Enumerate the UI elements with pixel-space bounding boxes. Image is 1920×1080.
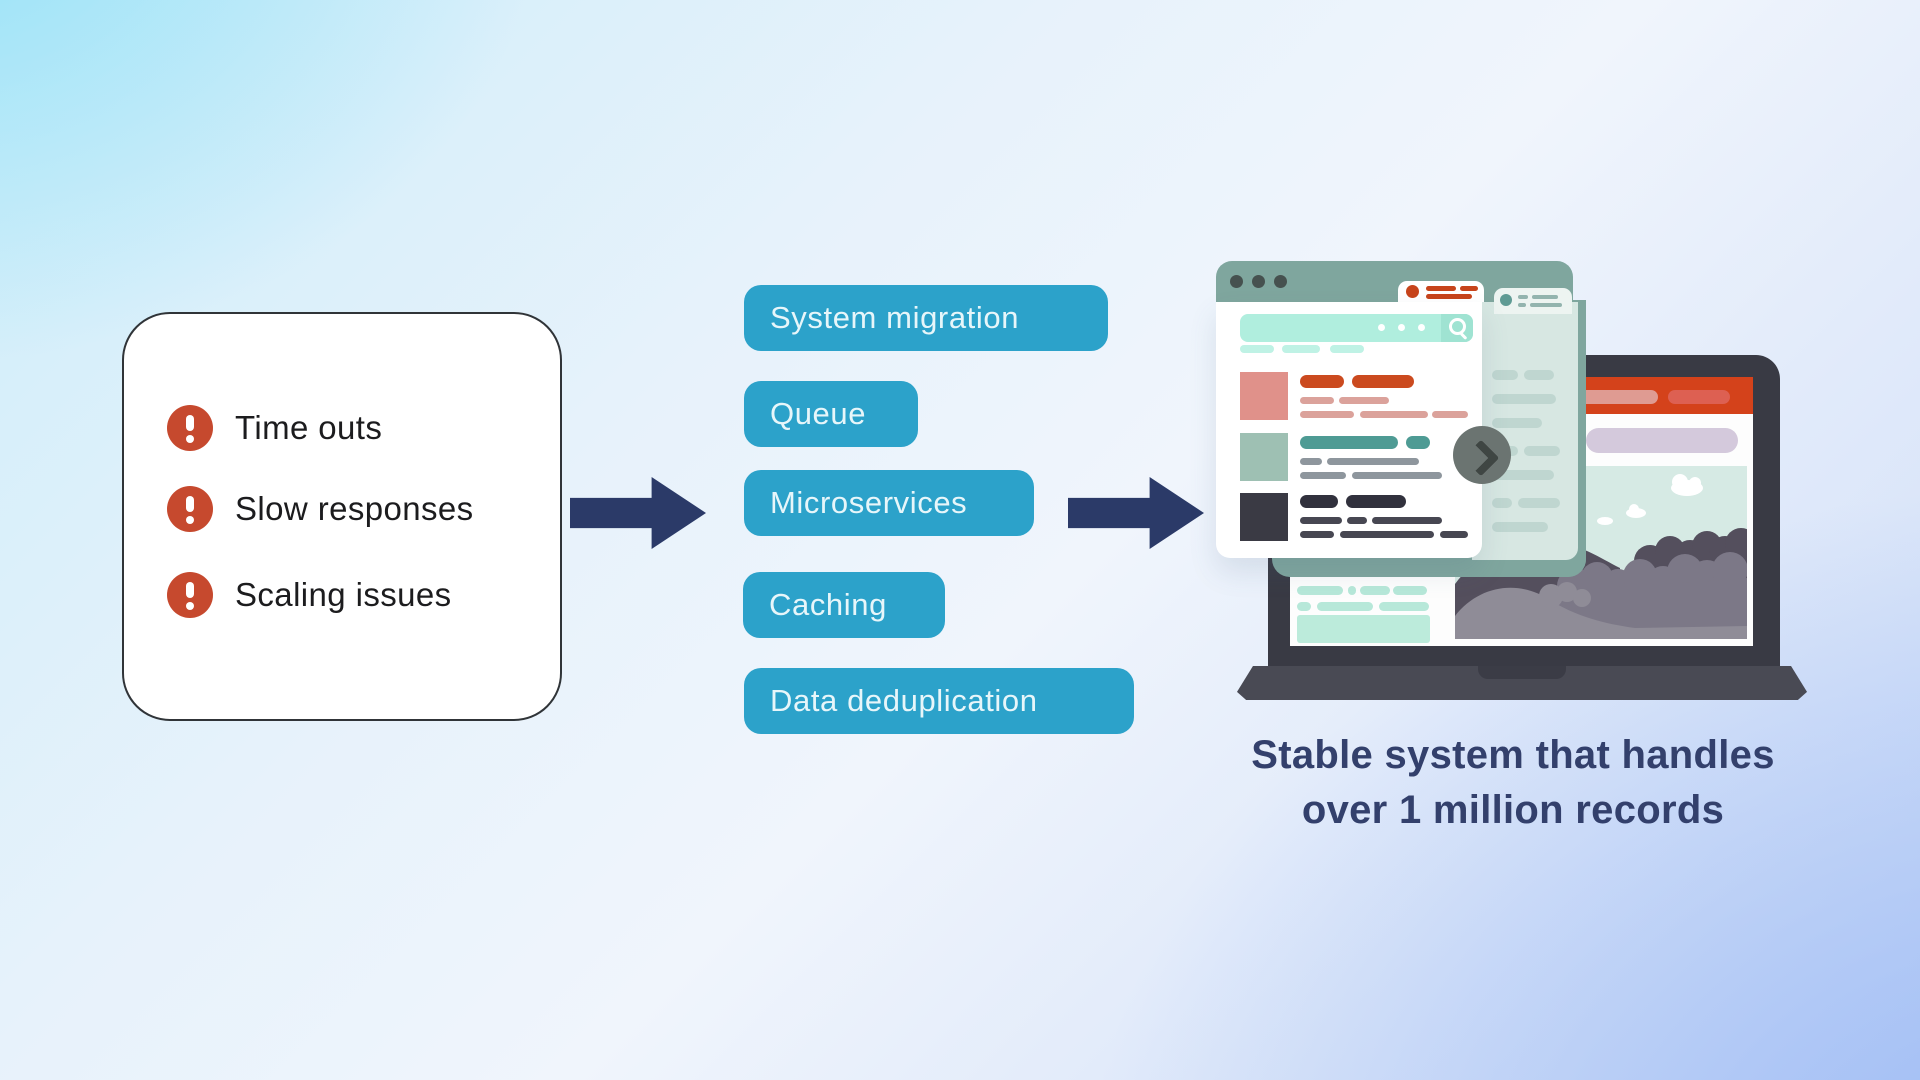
skeleton-pill <box>1339 397 1389 404</box>
skeleton-pill <box>1530 303 1562 307</box>
skeleton-pill <box>1492 498 1512 508</box>
solution-chip-microservices[interactable]: Microservices <box>744 470 1034 536</box>
skeleton-pill <box>1492 394 1556 404</box>
browser-tab-back <box>1494 288 1572 314</box>
site-logo-icon <box>1500 294 1512 306</box>
stable-system-illustration <box>1200 250 1840 720</box>
skeleton-pill <box>1393 586 1427 595</box>
skeleton-pill <box>1340 531 1434 538</box>
skeleton-pill <box>1518 295 1528 299</box>
skeleton-pill <box>1492 370 1518 380</box>
skeleton-pill <box>1460 286 1478 291</box>
solution-chip-caching[interactable]: Caching <box>743 572 945 638</box>
skeleton-pill <box>1300 458 1322 465</box>
site-logo-icon <box>1406 285 1419 298</box>
outcome-caption: Stable system that handles over 1 millio… <box>1173 728 1853 838</box>
search-dot-icon <box>1398 324 1405 331</box>
skeleton-pill <box>1518 498 1560 508</box>
problem-label: Time outs <box>235 409 383 446</box>
solution-chip-system-migration[interactable]: System migration <box>744 285 1108 351</box>
alert-exclamation-icon <box>167 572 213 618</box>
skeleton-pill <box>1524 370 1554 380</box>
skeleton-pill <box>1372 517 1442 524</box>
skeleton-pill <box>1300 436 1398 449</box>
skeleton-pill <box>1300 411 1354 418</box>
solution-chip-data-deduplication[interactable]: Data deduplication <box>744 668 1134 734</box>
skeleton-pill <box>1300 531 1334 538</box>
skeleton-pill <box>1492 418 1542 428</box>
skeleton-pill <box>1426 294 1472 299</box>
skeleton-pill <box>1406 436 1430 449</box>
skeleton-pill <box>1360 586 1390 595</box>
skeleton-pill <box>1532 295 1558 299</box>
skeleton-pill <box>1492 470 1554 480</box>
skeleton-pill <box>1426 286 1456 291</box>
skeleton-pill <box>1360 411 1428 418</box>
result-thumbnail <box>1240 433 1288 481</box>
outcome-caption-line2: over 1 million records <box>1301 788 1725 832</box>
arrow-right-icon <box>570 477 706 549</box>
skeleton-pill <box>1300 517 1342 524</box>
magnifier-icon <box>1449 318 1466 335</box>
arrow-right-icon <box>1068 477 1204 549</box>
skeleton-pill <box>1346 495 1406 508</box>
skeleton-pill <box>1352 472 1442 479</box>
laptop-base-notch <box>1478 666 1566 679</box>
problem-label: Slow responses <box>235 490 474 527</box>
skeleton-pill <box>1440 531 1468 538</box>
window-dot-icon <box>1252 275 1265 288</box>
skeleton-pill <box>1300 495 1338 508</box>
problem-item: Time outs <box>167 404 382 452</box>
skeleton-pill <box>1518 303 1526 307</box>
alert-exclamation-icon <box>167 405 213 451</box>
skeleton-pill <box>1347 517 1367 524</box>
problem-label: Scaling issues <box>235 576 452 613</box>
skeleton-pill <box>1240 345 1274 353</box>
problems-card: Time outs Slow responses Scaling issues <box>122 312 562 721</box>
window-dot-icon <box>1274 275 1287 288</box>
skeleton-pill <box>1297 586 1343 595</box>
skeleton-pill <box>1317 602 1373 611</box>
search-input[interactable] <box>1240 314 1473 342</box>
search-dot-icon <box>1418 324 1425 331</box>
skeleton-pill <box>1668 390 1730 404</box>
skeleton-pill <box>1348 586 1356 595</box>
skeleton-pill <box>1379 602 1429 611</box>
skeleton-pill <box>1327 458 1419 465</box>
skeleton-pill <box>1297 602 1311 611</box>
skeleton-pill <box>1432 411 1468 418</box>
chevron-right-icon <box>1453 426 1511 484</box>
skeleton-pill <box>1300 397 1334 404</box>
problem-item: Slow responses <box>167 485 474 533</box>
skeleton-pill <box>1352 375 1414 388</box>
solution-chip-queue[interactable]: Queue <box>744 381 918 447</box>
skeleton-pill <box>1492 522 1548 532</box>
skeleton-pill <box>1586 428 1738 453</box>
skeleton-block <box>1297 615 1430 643</box>
skeleton-pill <box>1524 446 1560 456</box>
result-thumbnail <box>1240 372 1288 420</box>
window-dot-icon <box>1230 275 1243 288</box>
skeleton-pill <box>1300 472 1346 479</box>
browser-tab-front <box>1398 281 1484 302</box>
skeleton-pill <box>1300 375 1344 388</box>
alert-exclamation-icon <box>167 486 213 532</box>
search-dot-icon <box>1378 324 1385 331</box>
problem-item: Scaling issues <box>167 571 452 619</box>
skeleton-pill <box>1282 345 1320 353</box>
search-button <box>1441 314 1473 342</box>
skeleton-pill <box>1330 345 1364 353</box>
outcome-caption-line1: Stable system that handles <box>1251 733 1775 777</box>
result-thumbnail <box>1240 493 1288 541</box>
